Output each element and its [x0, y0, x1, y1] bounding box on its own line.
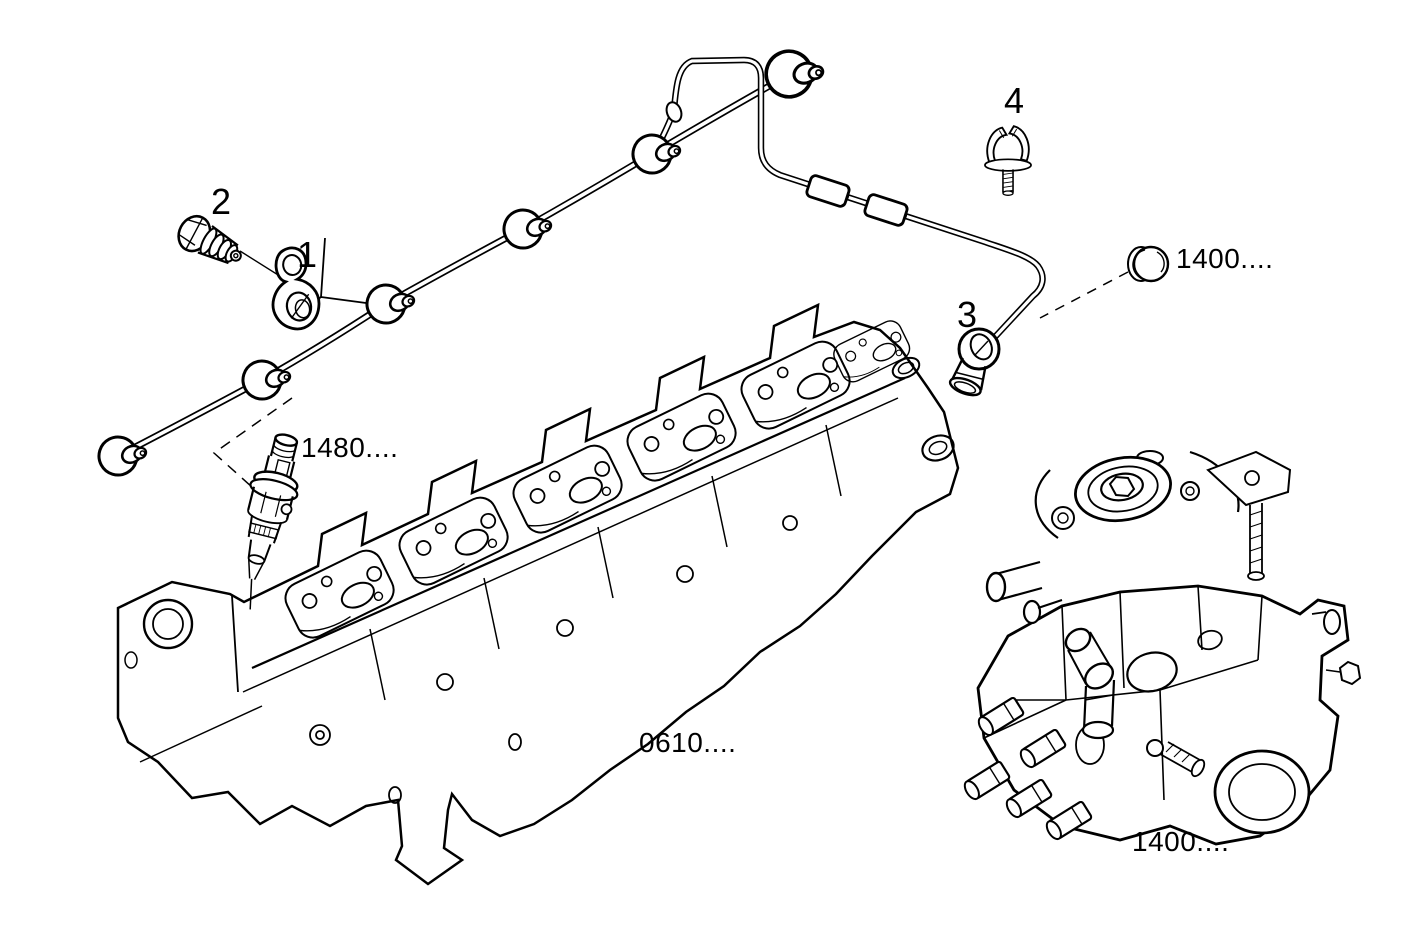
branch-junction	[665, 101, 683, 123]
pump-right-flange	[1213, 609, 1362, 835]
front-face-ribs	[369, 424, 842, 701]
pipe-clamp-bracket	[271, 246, 321, 331]
part-ref-cylinder-head[interactable]: 0610....	[639, 727, 736, 758]
pump-left-fittings	[985, 560, 1116, 740]
pipe-sleeve-2	[862, 191, 911, 229]
pump-governor-lever	[1206, 450, 1292, 581]
leader-injector-dashed	[212, 397, 293, 488]
part-ref-plug-cap[interactable]: 1400....	[1176, 243, 1273, 274]
leader-plug-cap-dashed	[1039, 271, 1129, 319]
injection-pump	[960, 450, 1362, 846]
callout-3: 3	[957, 294, 977, 335]
cylinder-head	[116, 302, 960, 886]
hollow-screw	[177, 214, 242, 265]
olive-connector-3	[358, 273, 421, 332]
front-face-holes	[309, 515, 798, 804]
head-left-end	[124, 595, 263, 763]
olive-connector-1	[90, 425, 153, 484]
head-right-tip	[891, 356, 955, 462]
pump-top-cover	[1034, 450, 1240, 539]
end-fitting	[757, 38, 830, 106]
banjo-union	[948, 327, 1001, 397]
callout-4: 4	[1004, 80, 1024, 121]
part-ref-injection-pump[interactable]: 1400....	[1132, 826, 1229, 857]
pipe-sleeve-1	[804, 172, 853, 210]
pipe-branch	[655, 56, 1046, 341]
olive-connector-5	[624, 123, 687, 182]
callout-1: 1	[297, 234, 317, 275]
hex-recess	[1108, 475, 1136, 498]
plug-cap	[1127, 245, 1170, 283]
leak-off-pipe	[90, 38, 1046, 484]
pump-solenoid-stud	[1146, 739, 1206, 778]
olive-connector-4	[495, 198, 558, 257]
fuel-injector	[247, 433, 299, 610]
part-ref-injector[interactable]: 1480....	[301, 432, 398, 463]
olive-connector-2	[234, 349, 297, 408]
callout-2: 2	[211, 181, 231, 222]
pipe-clip	[984, 125, 1032, 196]
